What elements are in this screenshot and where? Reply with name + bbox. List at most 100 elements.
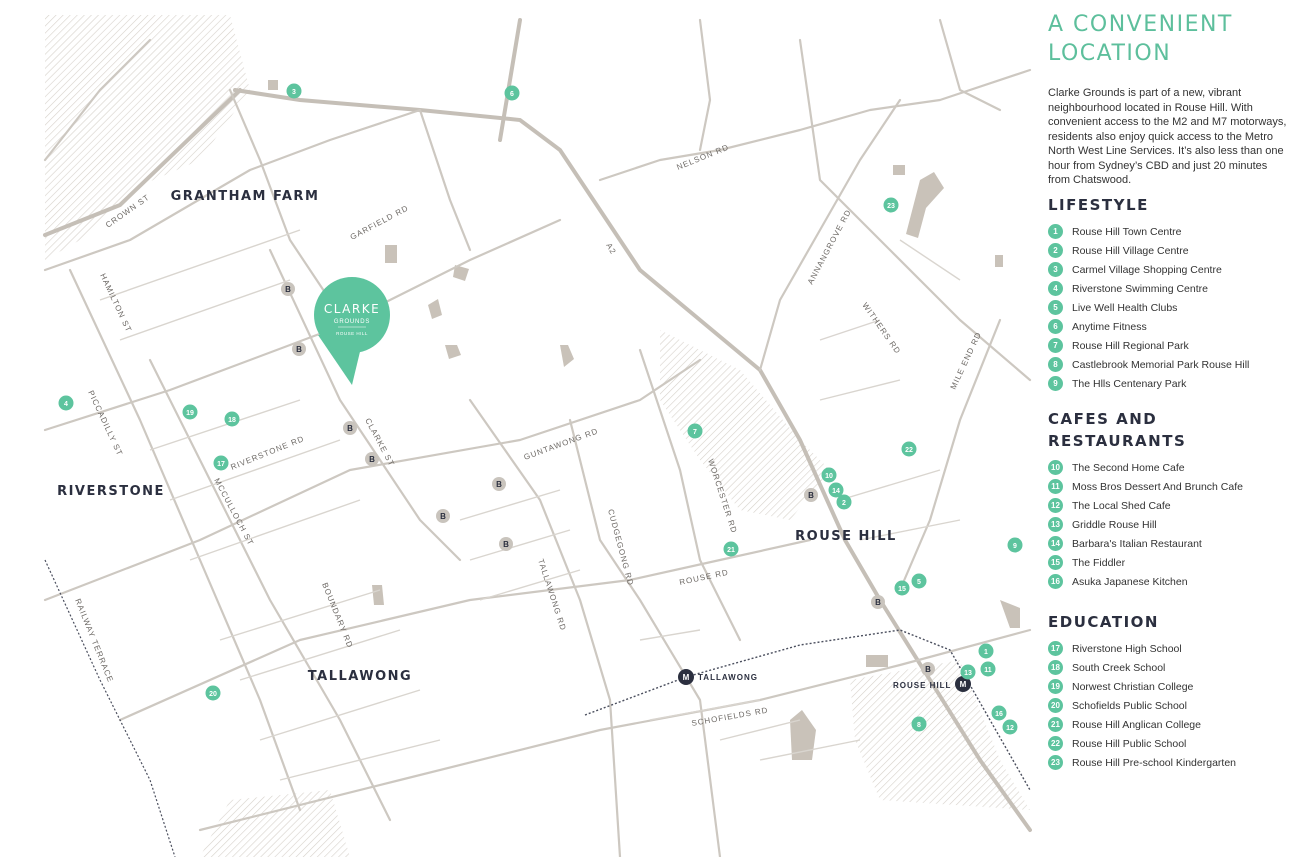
marker-number: 3 — [292, 89, 296, 96]
poi-marker[interactable]: 7 — [687, 423, 703, 439]
poi-marker[interactable]: 8 — [911, 716, 927, 732]
metro-icon-letter: M — [683, 673, 690, 682]
poi-marker[interactable]: 18 — [224, 411, 240, 427]
poi-marker[interactable]: 5 — [911, 573, 927, 589]
road-label: WITHERS RD — [860, 301, 902, 356]
bus-stop[interactable]: B — [804, 488, 818, 502]
road-label: MILE END RD — [949, 330, 984, 391]
number-badge-icon: 22 — [1048, 736, 1063, 751]
marker-circle-icon — [911, 573, 927, 589]
marker-circle-icon — [213, 455, 229, 471]
intro-text: Clarke Grounds is part of a new, vibrant… — [1048, 87, 1287, 186]
poi-marker[interactable]: 4 — [58, 395, 74, 411]
legend-label: Barbara's Italian Restaurant — [1072, 537, 1202, 550]
number-badge-icon: 3 — [1048, 262, 1063, 277]
marker-number: 9 — [1013, 543, 1017, 550]
poi-marker[interactable]: 6 — [504, 85, 520, 101]
metro-icon-letter: M — [960, 680, 967, 689]
marker-circle-icon — [58, 395, 74, 411]
legend-label: Rouse Hill Town Centre — [1072, 225, 1182, 238]
poi-marker[interactable]: 12 — [1002, 719, 1018, 735]
legend-item: 22 Rouse Hill Public School — [1048, 734, 1236, 753]
area-labels: GRANTHAM FARM RIVERSTONE TALLAWONG ROUSE… — [57, 189, 895, 684]
bus-stop[interactable]: B — [292, 342, 306, 356]
marker-circle-icon — [883, 197, 899, 213]
bus-stop[interactable]: B — [871, 595, 885, 609]
bus-stop-letter: B — [369, 455, 375, 464]
bus-stop-letter: B — [808, 491, 814, 500]
poi-marker[interactable]: 2 — [836, 494, 852, 510]
bus-stops: B B B B B B B B B B — [281, 282, 935, 676]
poi-marker[interactable]: 3 — [286, 83, 302, 99]
number-badge-icon: 19 — [1048, 679, 1063, 694]
poi-marker[interactable]: 14 — [828, 482, 844, 498]
metro-station-tallawong[interactable]: M TALLAWONG — [678, 669, 758, 685]
number-badge-icon: 18 — [1048, 660, 1063, 675]
number-badge-icon: 7 — [1048, 338, 1063, 353]
bus-stop[interactable]: B — [499, 537, 513, 551]
poi-marker[interactable]: 9 — [1007, 537, 1023, 553]
bus-stop-icon — [871, 595, 885, 609]
poi-marker[interactable]: 20 — [205, 685, 221, 701]
bus-stop-letter: B — [496, 480, 502, 489]
poi-marker[interactable]: 13 — [960, 664, 976, 680]
marker-circle-icon — [901, 441, 917, 457]
legend-label: Rouse Hill Public School — [1072, 737, 1187, 750]
bus-stop-icon — [343, 421, 357, 435]
number-badge-icon: 21 — [1048, 717, 1063, 732]
marker-circle-icon — [960, 664, 976, 680]
bus-stop-icon — [365, 452, 379, 466]
poi-marker[interactable]: 21 — [723, 541, 739, 557]
pin-subtitle: GROUNDS — [334, 319, 370, 325]
marker-number: 14 — [832, 488, 840, 495]
bus-stop[interactable]: B — [492, 477, 506, 491]
poi-marker[interactable]: 11 — [980, 661, 996, 677]
clarke-grounds-pin[interactable]: CLARKE GROUNDS ROUSE HILL — [314, 277, 390, 385]
railway — [44, 559, 1031, 857]
legend-label: Riverstone Swimming Centre — [1072, 282, 1208, 295]
station-label: ROUSE HILL — [893, 681, 951, 690]
road-label: PICCADILLY ST — [86, 389, 124, 458]
marker-number: 12 — [1006, 725, 1014, 732]
poi-marker[interactable]: 16 — [991, 705, 1007, 721]
legend-label: The Local Shed Cafe — [1072, 499, 1171, 512]
poi-marker[interactable]: 19 — [182, 404, 198, 420]
bus-stop[interactable]: B — [343, 421, 357, 435]
poi-marker[interactable]: 10 — [821, 467, 837, 483]
legend-label: Schofields Public School — [1072, 699, 1187, 712]
road-label: CUDGEGONG RD — [606, 508, 635, 587]
bus-stop[interactable]: B — [436, 509, 450, 523]
metro-station-rouse-hill[interactable]: M ROUSE HILL — [893, 676, 971, 692]
marker-circle-icon — [836, 494, 852, 510]
bus-stop-letter: B — [296, 345, 302, 354]
poi-marker[interactable]: 22 — [901, 441, 917, 457]
marker-number: 4 — [64, 401, 68, 408]
marker-circle-icon — [205, 685, 221, 701]
bus-stop-letter: B — [440, 512, 446, 521]
bus-stop[interactable]: B — [921, 662, 935, 676]
marker-circle-icon — [286, 83, 302, 99]
bus-stop[interactable]: B — [365, 452, 379, 466]
poi-marker[interactable]: 17 — [213, 455, 229, 471]
poi-marker[interactable]: 23 — [883, 197, 899, 213]
bus-stop-letter: B — [285, 285, 291, 294]
section-heading: CAFES AND RESTAURANTS — [1048, 410, 1187, 450]
marker-circle-icon — [504, 85, 520, 101]
bus-stop-icon — [921, 662, 935, 676]
poi-marker[interactable]: 1 — [978, 643, 994, 659]
number-badge-icon: 15 — [1048, 555, 1063, 570]
poi-marker[interactable]: 15 — [894, 580, 910, 596]
marker-number: 15 — [898, 586, 906, 593]
marker-number: 20 — [209, 691, 217, 698]
bus-stop[interactable]: B — [281, 282, 295, 296]
